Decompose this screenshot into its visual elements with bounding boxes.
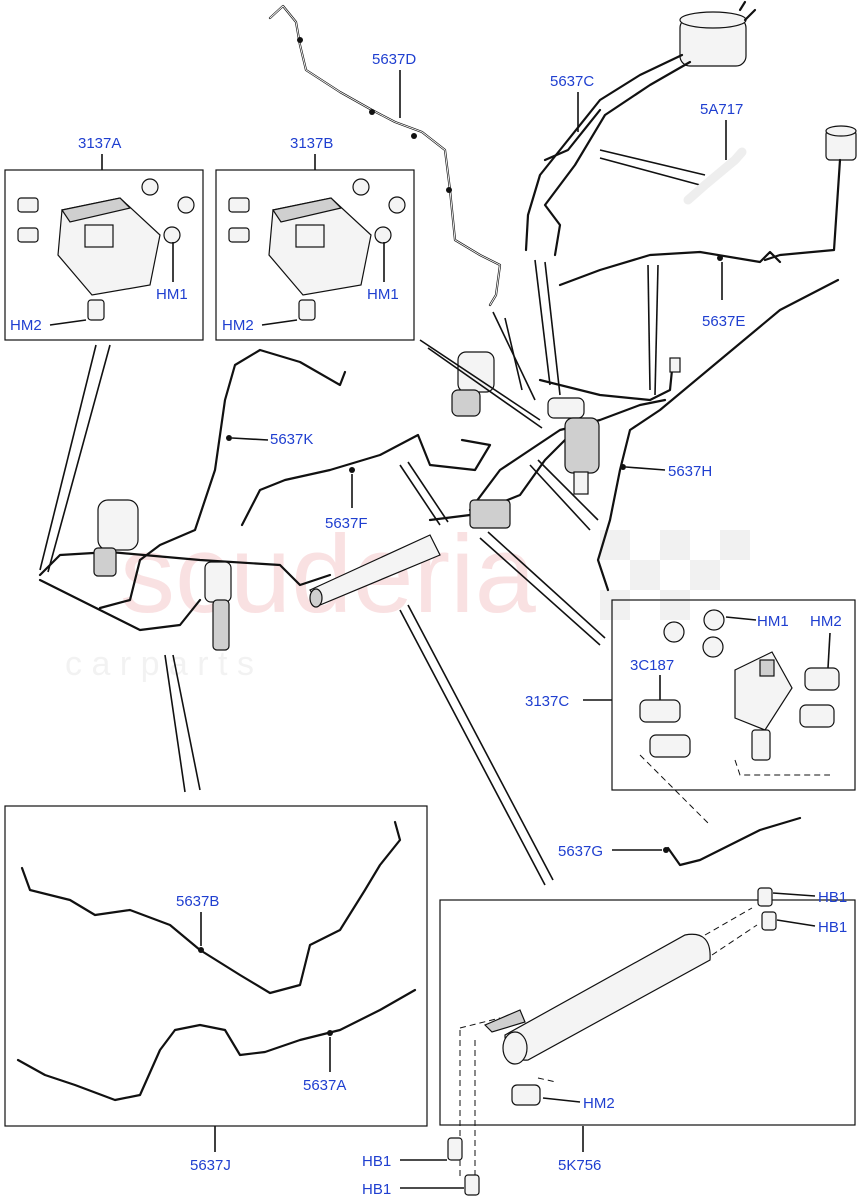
callout-3137C-HM1: HM1 <box>757 613 789 630</box>
callout-5637J: 5637J <box>190 1157 231 1174</box>
callout-5A717: 5A717 <box>700 101 743 118</box>
pipe-5637F <box>240 433 492 527</box>
bolts-HB1-bottom <box>447 1137 480 1196</box>
callout-5637A: 5637A <box>303 1077 346 1094</box>
callout-5K756: 5K756 <box>558 1157 601 1174</box>
compressor-5K756-small <box>309 534 441 608</box>
chassis-lines <box>38 368 674 632</box>
callout-5637F: 5637F <box>325 515 368 532</box>
callout-HB1-bottom-2: HB1 <box>362 1181 391 1198</box>
watermark-checker <box>600 530 750 620</box>
callout-3137B-HM2: HM2 <box>222 317 254 334</box>
pipe-5637A <box>16 988 417 1102</box>
callout-5K756-HB1-a: HB1 <box>818 889 847 906</box>
air-spring-rear-right <box>204 561 232 651</box>
callout-3137A-HM2: HM2 <box>10 317 42 334</box>
watermark-tagline: c a r p a r t s <box>65 645 254 683</box>
cap-assembly <box>763 125 857 262</box>
pipe-5637H <box>596 278 840 592</box>
watermark: scuderia c a r p a r t s <box>65 513 750 683</box>
compressor-5K756 <box>459 907 758 1180</box>
callout-5637G: 5637G <box>558 843 603 860</box>
air-spring-front-right <box>547 397 600 495</box>
air-spring-front-left <box>451 351 495 417</box>
callout-5K756-HM2: HM2 <box>583 1095 615 1112</box>
air-spring-rear-left <box>93 499 139 577</box>
valve-block-3137C <box>639 609 840 826</box>
pipe-5637D <box>268 4 502 307</box>
callout-3137C-HM2: HM2 <box>810 613 842 630</box>
box-5637J <box>4 805 428 1127</box>
callout-5637D: 5637D <box>372 51 416 68</box>
callout-5637E: 5637E <box>702 313 745 330</box>
hose-5A717 <box>683 147 747 205</box>
callout-5K756-HB1-b: HB1 <box>818 919 847 936</box>
box-3137B <box>215 169 415 341</box>
reservoir-5637C <box>524 0 757 257</box>
callout-HB1-bottom-1: HB1 <box>362 1153 391 1170</box>
callout-3C187: 3C187 <box>630 657 674 674</box>
callout-5637B: 5637B <box>176 893 219 910</box>
valve-block-3137B <box>228 178 406 321</box>
callout-3137A-HM1: HM1 <box>156 286 188 303</box>
box-3137C <box>611 599 856 791</box>
pipe-5637B <box>20 820 402 995</box>
callout-5637K: 5637K <box>270 431 313 448</box>
box-3137A <box>4 169 204 341</box>
pipe-5637E <box>558 250 782 287</box>
callout-3137A: 3137A <box>78 135 121 152</box>
callout-3137C: 3137C <box>525 693 569 710</box>
box-5K756 <box>439 899 856 1126</box>
pipe-5637G <box>663 816 802 867</box>
callout-3137B-HM1: HM1 <box>367 286 399 303</box>
pipe-5637K <box>98 348 347 610</box>
valve-block-front <box>469 499 511 529</box>
callout-5637C: 5637C <box>550 73 594 90</box>
bolts-HB1-top <box>757 887 777 931</box>
callout-5637H: 5637H <box>668 463 712 480</box>
callout-3137B: 3137B <box>290 135 333 152</box>
sensor-small <box>669 357 681 373</box>
valve-block-3137A <box>17 178 195 321</box>
